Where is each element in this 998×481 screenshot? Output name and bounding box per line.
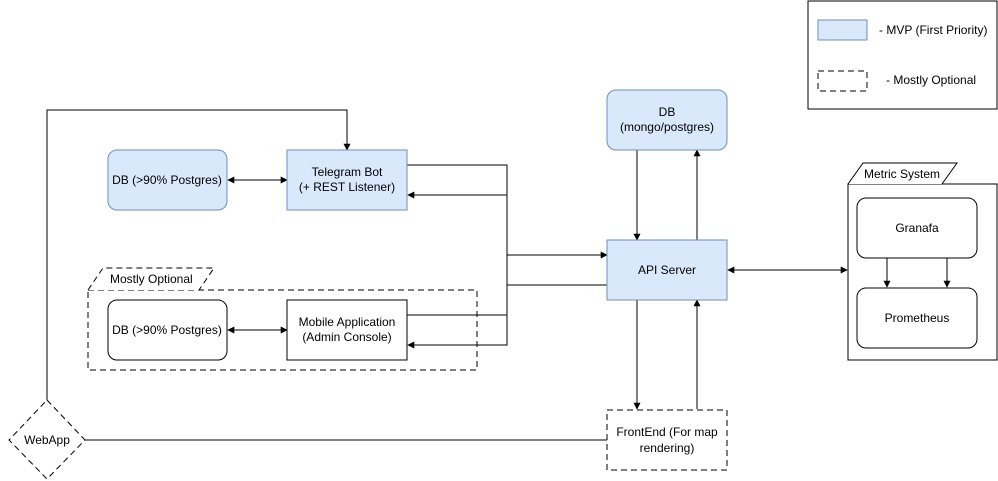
db-main-shape: [606, 89, 728, 151]
db-main-node[interactable]: DB (mongo/postgres): [606, 89, 728, 151]
telegram-bot-label-line1: Telegram Bot: [312, 165, 383, 179]
prometheus-label: Prometheus: [885, 311, 950, 325]
telegram-bot-shape: [286, 149, 408, 211]
optional-group-label: Mostly Optional: [110, 272, 193, 286]
mobile-app-label-line2: (Admin Console): [302, 330, 391, 344]
api-to-telegram-link: [407, 191, 607, 286]
legend-mvp-swatch: [817, 19, 868, 41]
telegram-bot-label-line2: (+ REST Listener): [299, 180, 395, 194]
db-main-label-line2: (mongo/postgres): [620, 120, 714, 134]
mobile-app-label-line1: Mobile Application: [299, 315, 396, 329]
frontend-label-line1: FrontEnd (For map: [616, 425, 718, 439]
frontend-label-line2: rendering): [640, 441, 695, 455]
mobile-app-shape: [286, 299, 408, 361]
webapp-shape: [8, 399, 86, 480]
db-mobile-label: DB (>90% Postgres): [112, 323, 222, 337]
legend-box: [807, 0, 998, 110]
api-server-node[interactable]: API Server: [606, 239, 728, 301]
mobile-app-node[interactable]: Mobile Application (Admin Console): [286, 299, 408, 361]
db-mobile-node[interactable]: DB (>90% Postgres): [107, 299, 228, 361]
webapp-to-telegram-link: [46, 109, 351, 400]
api-server-shape: [606, 239, 728, 301]
metric-system-tab: [847, 162, 958, 185]
optional-group-box: [87, 289, 478, 371]
granafa-label: Granafa: [895, 221, 939, 235]
webapp-label: WebApp: [24, 433, 70, 447]
api-to-mobile-link: [407, 285, 508, 349]
granafa-shape: [856, 197, 978, 259]
legend-optional-label: - Mostly Optional: [886, 73, 976, 87]
db-mobile-shape: [107, 299, 228, 361]
db-bot-shape: [107, 149, 228, 211]
db-bot-label: DB (>90% Postgres): [112, 173, 222, 187]
optional-group: Mostly Optional: [87, 267, 478, 371]
db-bot-node[interactable]: DB (>90% Postgres): [107, 149, 228, 211]
frontend-node[interactable]: FrontEnd (For map rendering): [606, 409, 728, 471]
webapp-node[interactable]: WebApp: [8, 399, 86, 480]
granafa-node[interactable]: Granafa: [856, 197, 978, 259]
prometheus-shape: [856, 287, 978, 349]
legend-mvp-label: - MVP (First Priority): [879, 23, 987, 37]
metric-system-label: Metric System: [864, 167, 940, 181]
api-server-label: API Server: [638, 263, 696, 277]
frontend-shape: [606, 409, 728, 471]
prometheus-node[interactable]: Prometheus: [856, 287, 978, 349]
legend-optional-swatch: [817, 70, 868, 92]
legend: - MVP (First Priority) - Mostly Optional: [807, 0, 998, 110]
db-main-label-line1: DB: [659, 105, 676, 119]
mobile-to-api-link: [407, 255, 508, 316]
connectors: [46, 109, 951, 441]
telegram-bot-node[interactable]: Telegram Bot (+ REST Listener): [286, 149, 408, 211]
optional-group-tab: [87, 267, 215, 291]
